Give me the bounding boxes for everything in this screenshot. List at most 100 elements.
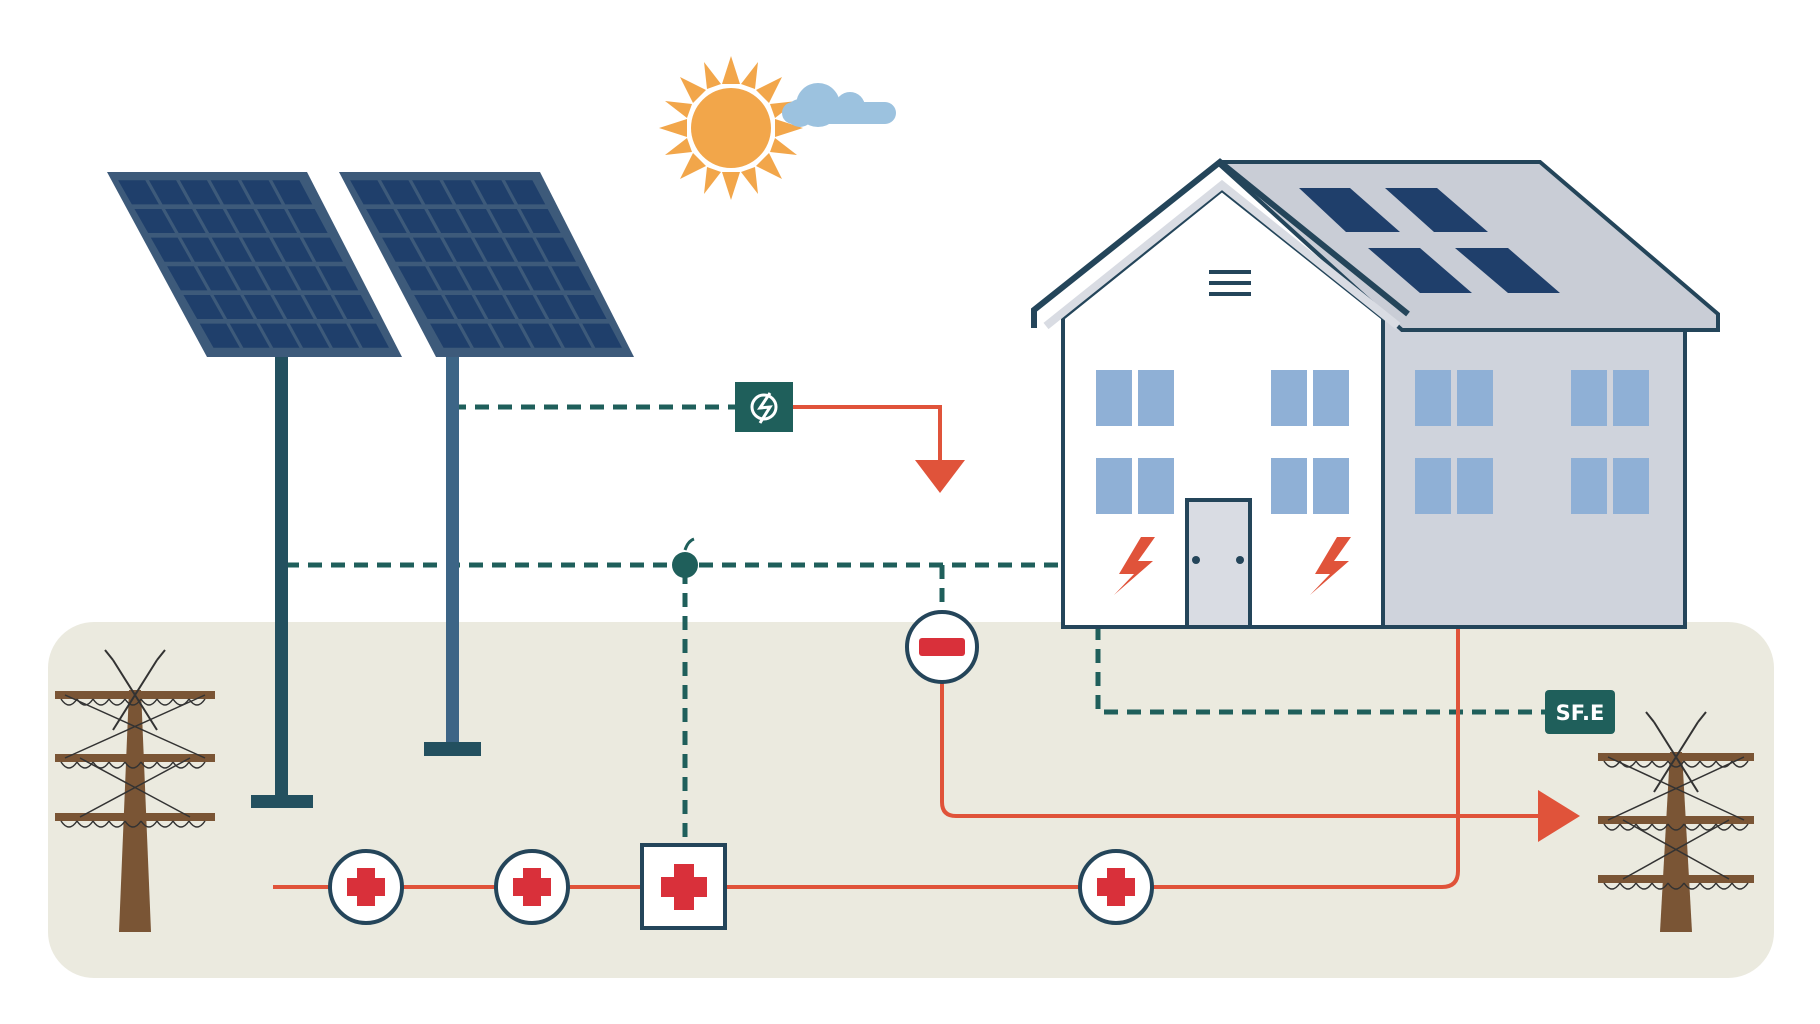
panel-cell: [211, 237, 252, 262]
window: [1415, 458, 1493, 514]
panel-cell: [505, 237, 546, 262]
panel-cell: [258, 266, 298, 291]
panel-cell: [412, 180, 453, 205]
panel-cell: [474, 237, 515, 262]
panel-cell: [303, 237, 343, 262]
cloud-icon: [782, 83, 896, 127]
panel-cell: [397, 208, 438, 234]
panel-cell: [381, 180, 422, 205]
panel-base: [424, 742, 481, 756]
house-door: [1185, 498, 1252, 629]
house-windows: [1096, 370, 1649, 514]
panel-cell: [566, 294, 607, 320]
inverter-icon: [735, 382, 793, 432]
panel-cell: [536, 294, 577, 320]
panel-cell: [181, 237, 222, 262]
panel-cell: [444, 294, 485, 320]
panel-cell: [459, 266, 500, 291]
panel-cell: [398, 266, 439, 291]
panel-cell: [257, 208, 298, 234]
panel-cell: [551, 266, 592, 291]
panel-cell: [334, 294, 374, 320]
plus-marker: [1078, 849, 1154, 925]
panel-cell: [199, 323, 240, 348]
roof-solar-panels: [1299, 188, 1560, 293]
plus-marker: [494, 849, 570, 925]
panel-cell: [490, 266, 531, 291]
junction-node: [672, 552, 698, 578]
panel-cell: [443, 237, 484, 262]
panel-cell: [505, 294, 546, 320]
panel-cell: [520, 208, 561, 234]
minus-icon: [905, 610, 979, 684]
panel-cell: [428, 266, 470, 291]
plus-icon: [513, 868, 551, 906]
panel-cell: [412, 237, 454, 262]
window: [1571, 370, 1649, 426]
panel-cell: [349, 323, 389, 348]
dashed-wiring: [285, 404, 1545, 845]
panel-cell: [227, 266, 268, 291]
panel-cell: [195, 208, 237, 234]
plus-marker: [328, 849, 404, 925]
vent-icon: [1209, 270, 1251, 296]
panel-cell: [210, 180, 251, 205]
panel-cell: [430, 323, 471, 348]
plus-icon: [661, 864, 707, 910]
window: [1571, 458, 1649, 514]
panel-pole: [275, 355, 288, 800]
panel-cell: [414, 294, 455, 320]
panel-cell: [319, 323, 360, 348]
panel-cell: [366, 208, 407, 234]
panel-pole: [446, 352, 459, 747]
panel-cell: [460, 323, 501, 348]
panel-cell: [304, 294, 344, 320]
panel-cell: [443, 180, 484, 205]
panel-cell: [521, 323, 562, 348]
window: [1271, 370, 1349, 426]
panel-cell: [318, 266, 359, 291]
panel-cell: [535, 237, 576, 262]
panel-cell: [273, 294, 314, 320]
panel-cell: [118, 180, 159, 205]
panel-cell: [490, 323, 531, 348]
sun-icon: [659, 56, 803, 200]
panel-base: [251, 795, 313, 808]
window: [1415, 370, 1493, 426]
panel-cell: [148, 180, 190, 205]
panel-cell: [475, 294, 516, 320]
panel-cell: [226, 208, 267, 234]
panel-cell: [229, 323, 270, 348]
panel-cell: [179, 180, 221, 205]
panel-cell: [551, 323, 592, 348]
panel-cell: [520, 266, 561, 291]
panel-cell: [134, 208, 176, 234]
meter-box: SF.E: [1545, 690, 1615, 734]
panel-cells: [118, 180, 389, 348]
panel-cell: [183, 294, 224, 320]
panel-cell: [382, 237, 423, 262]
lightning-icon: [1310, 537, 1351, 595]
panel-cell: [427, 208, 469, 234]
panel-cell: [272, 237, 313, 262]
panel-cell: [288, 266, 329, 291]
panel-cell: [582, 323, 622, 348]
panel-cell: [289, 323, 330, 348]
panel-cell: [242, 237, 283, 262]
panel-cell: [197, 266, 238, 291]
panel-cell: [505, 180, 546, 205]
window: [1096, 458, 1174, 514]
lightning-icon: [1114, 537, 1155, 595]
panel-cell: [150, 237, 192, 262]
junction-leaf: [683, 537, 695, 551]
panel-cell: [241, 180, 282, 205]
arrow-down-icon: [915, 460, 965, 493]
panel-cell: [259, 323, 300, 348]
panel-cell: [167, 266, 208, 291]
meter-box-label: SF.E: [1556, 701, 1605, 725]
transmission-tower-icon: [55, 649, 215, 932]
panel-cell: [489, 208, 530, 234]
arrow-right-icon: [1538, 790, 1580, 842]
